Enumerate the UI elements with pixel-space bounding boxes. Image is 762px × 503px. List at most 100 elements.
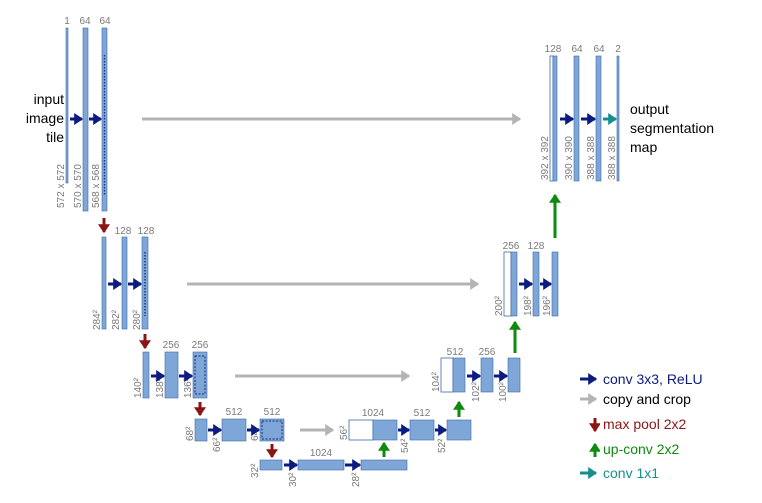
feature-map-block — [221, 418, 247, 442]
size-label: 572 x 572 — [56, 164, 67, 208]
size-label: 280² — [132, 309, 143, 330]
input-label-line: image — [25, 110, 64, 126]
feature-map-block — [480, 357, 494, 393]
size-label: 390 x 390 — [564, 136, 575, 180]
cropped-copy-block — [503, 251, 512, 317]
cropped-copy-block — [348, 419, 374, 441]
feature-map-block — [372, 419, 398, 441]
channel-label: 128 — [528, 241, 545, 252]
channel-label: 64 — [79, 16, 91, 27]
channel-label: 512 — [447, 347, 464, 358]
feature-map-block — [142, 351, 150, 399]
conv1x1-arrow-icon — [580, 467, 598, 479]
size-label: 56² — [339, 425, 350, 440]
down-arrow-icon — [589, 418, 600, 433]
level-3-encoder: 256 256 140² 138² 136² — [133, 340, 411, 417]
channel-label: 256 — [192, 340, 209, 351]
channel-label: 256 — [479, 347, 496, 358]
feature-map-block — [65, 27, 69, 184]
feature-map-block — [507, 357, 521, 393]
size-label: 388 x 388 — [607, 136, 618, 180]
channel-label: 64 — [593, 44, 605, 55]
output-label-line: map — [630, 139, 658, 155]
size-label: 104² — [431, 371, 442, 392]
size-label: 140² — [133, 377, 144, 398]
legend-label: conv 1x1 — [603, 465, 660, 481]
size-label: 284² — [92, 309, 103, 330]
feature-map-block — [101, 236, 107, 330]
channel-label: 256 — [503, 241, 520, 252]
feature-map-block — [452, 357, 466, 393]
size-label: 30² — [288, 472, 299, 487]
up-arrow-icon — [589, 442, 600, 457]
channel-label: 2 — [615, 44, 621, 55]
legend-label: copy and crop — [603, 391, 691, 407]
channel-label: 64 — [99, 16, 111, 27]
feature-map-block — [409, 419, 435, 441]
feature-map-block — [360, 459, 408, 471]
level-4-decoder: 1024 512 56² 54² 52² — [339, 400, 472, 453]
level-4-encoder: 512 512 68² 66² 64² — [185, 407, 335, 459]
legend-label: max pool 2x2 — [603, 416, 687, 432]
size-label: 198² — [523, 295, 534, 316]
channel-label: 128 — [115, 226, 132, 237]
size-label: 100² — [498, 381, 509, 402]
size-label: 64² — [250, 426, 261, 441]
crop-region-dashed — [261, 420, 283, 440]
size-label: 54² — [400, 438, 411, 453]
feature-map-block — [259, 459, 283, 471]
feature-map-block — [259, 418, 285, 442]
cropped-copy-block — [440, 357, 454, 393]
legend-label: conv 3x3, ReLU — [603, 371, 703, 387]
channel-label: 64 — [571, 44, 583, 55]
channel-label: 512 — [226, 407, 243, 418]
crop-region-dashed — [194, 355, 206, 395]
size-label: 28² — [351, 472, 362, 487]
feature-map-block — [552, 55, 558, 182]
size-label: 52² — [437, 438, 448, 453]
input-label-line: tile — [46, 129, 64, 145]
channel-label: 512 — [264, 407, 281, 418]
level-5-bottleneck: 1024 32² 30² 28² — [250, 441, 408, 487]
level-1-decoder: 128 64 64 2 392 x 392 390 x 390 388 x 38… — [540, 44, 621, 182]
size-label: 388 x 388 — [586, 136, 597, 180]
feature-map-block — [297, 459, 345, 471]
size-label: 282² — [111, 309, 122, 330]
channel-label: 1024 — [310, 448, 333, 459]
feature-map-block — [446, 419, 472, 441]
legend-label: up-conv 2x2 — [603, 441, 680, 457]
feature-map-block — [121, 236, 128, 330]
output-segmentation-map-label: output segmentation map — [630, 100, 714, 157]
size-label: 196² — [542, 295, 553, 316]
size-label: 66² — [212, 437, 223, 452]
output-label-line: segmentation — [630, 120, 715, 136]
size-label: 136² — [183, 377, 194, 398]
size-label: 102² — [471, 381, 482, 402]
channel-label: 512 — [414, 408, 431, 419]
size-label: 68² — [185, 426, 196, 441]
input-image-tile-label: input image tile — [14, 90, 64, 147]
size-label: 200² — [494, 295, 505, 316]
size-label: 138² — [155, 377, 166, 398]
channel-label: 1 — [64, 16, 70, 27]
size-label: 392 x 392 — [540, 136, 551, 180]
channel-label: 128 — [545, 44, 562, 55]
conv-arrow-icon — [580, 373, 598, 385]
feature-map-block — [194, 418, 208, 442]
input-label-line: input — [33, 91, 64, 107]
copy-arrow-icon — [580, 393, 598, 405]
channel-label: 1024 — [362, 408, 385, 419]
feature-map-block — [164, 351, 179, 399]
channel-label: 128 — [138, 226, 155, 237]
channel-label: 256 — [163, 340, 180, 351]
level-1-encoder: 1 64 64 572 x 572 570 x 570 568 x 568 — [56, 16, 522, 234]
level-2-encoder: 128 128 284² 282² 280² — [92, 226, 480, 350]
level-3-decoder: 512 256 104² 102² 100² — [431, 320, 521, 402]
size-label: 568 x 568 — [91, 164, 102, 208]
level-2-decoder: 256 128 200² 198² 196² — [494, 193, 561, 317]
size-label: 32² — [250, 463, 261, 478]
size-label: 570 x 570 — [73, 164, 84, 208]
feature-map-block — [510, 251, 518, 317]
